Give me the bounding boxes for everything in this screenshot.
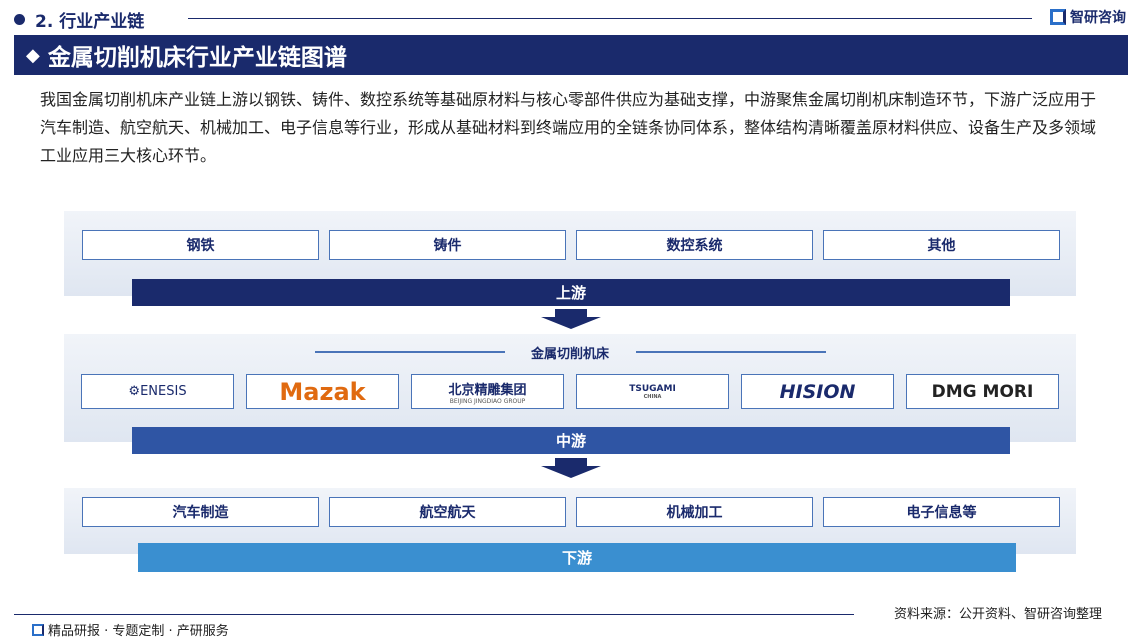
brand-logo: 智研咨询	[1050, 7, 1126, 27]
diamond-icon: ◆	[26, 44, 40, 66]
midstream-band: 中游	[132, 427, 1010, 454]
logo-dmg-mori: DMG MORI	[906, 374, 1059, 409]
title-bar: ◆ 金属切削机床行业产业链图谱	[14, 35, 1128, 75]
upstream-item: 铸件	[329, 230, 566, 260]
downstream-band: 下游	[138, 543, 1016, 572]
downstream-item: 电子信息等	[823, 497, 1060, 527]
page-title: 金属切削机床行业产业链图谱	[47, 45, 347, 71]
tagline-text: 精品研报 · 专题定制 · 产研服务	[48, 624, 229, 639]
upstream-item: 其他	[823, 230, 1060, 260]
footer-tagline: 精品研报 · 专题定制 · 产研服务	[32, 620, 229, 639]
downstream-item: 汽车制造	[82, 497, 319, 527]
logo-enesis: ⚙ENESIS	[81, 374, 234, 409]
downstream-item: 航空航天	[329, 497, 566, 527]
divider	[188, 18, 1032, 19]
upstream-items: 钢铁 铸件 数控系统 其他	[82, 230, 1060, 260]
divider	[636, 351, 826, 353]
upstream-item: 钢铁	[82, 230, 319, 260]
down-arrow-icon	[541, 458, 601, 478]
down-arrow-icon	[541, 309, 601, 329]
footer-divider	[14, 614, 854, 615]
brand-icon	[1050, 9, 1066, 25]
midstream-title: 金属切削机床	[530, 347, 609, 362]
divider	[315, 351, 505, 353]
downstream-item: 机械加工	[576, 497, 813, 527]
intro-text: 我国金属切削机床产业链上游以钢铁、铸件、数控系统等基础原材料与核心零部件供应为基…	[40, 90, 1097, 165]
source-note: 资料来源：公开资料、智研咨询整理	[893, 607, 1102, 622]
brand-icon	[32, 623, 44, 636]
upstream-band: 上游	[132, 279, 1010, 306]
downstream-items: 汽车制造 航空航天 机械加工 电子信息等	[82, 497, 1060, 527]
logo-mazak: Mazak	[246, 374, 399, 409]
section-title: 2. 行业产业链	[35, 11, 145, 32]
logo-hision: HISION	[741, 374, 894, 409]
brand-name: 智研咨询	[1070, 10, 1126, 26]
section-heading: 2. 行业产业链	[14, 6, 144, 32]
bullet-icon	[14, 13, 25, 25]
upstream-item: 数控系统	[576, 230, 813, 260]
